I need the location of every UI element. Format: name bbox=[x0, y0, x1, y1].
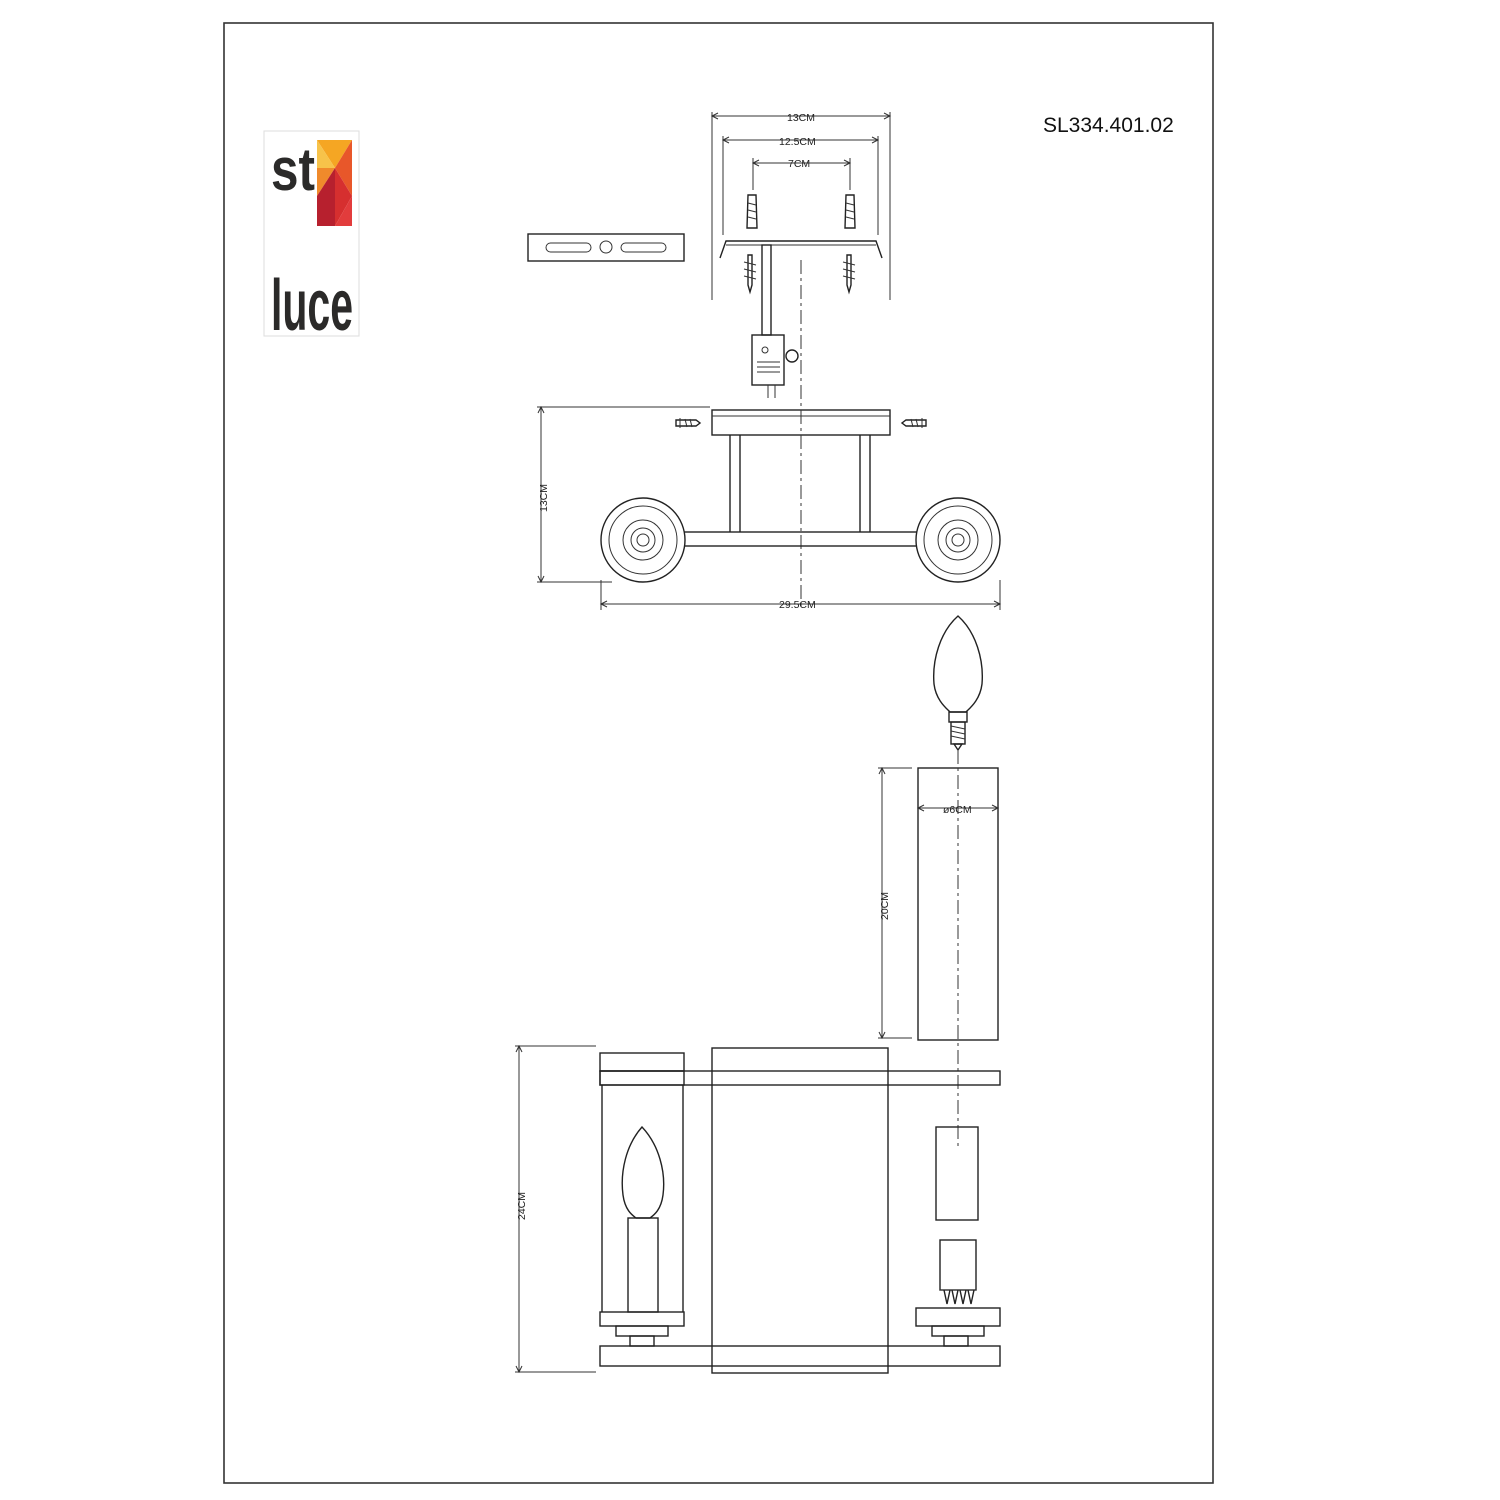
svg-text:29.5CM: 29.5CM bbox=[779, 599, 816, 611]
svg-text:7CM: 7CM bbox=[788, 158, 810, 170]
svg-text:24CM: 24CM bbox=[516, 1192, 528, 1220]
depth-dimension: 13CM bbox=[537, 405, 710, 584]
total-height-dimension: 24CM bbox=[515, 1044, 596, 1374]
shade-height-dimension: 20CM bbox=[878, 766, 912, 1040]
candle-bulb bbox=[933, 615, 983, 752]
width-dimension: 29.5CM bbox=[599, 580, 1002, 611]
svg-text:13CM: 13CM bbox=[787, 112, 815, 124]
brand-logo: st luce bbox=[263, 130, 360, 346]
mounting-plate bbox=[527, 233, 685, 262]
svg-text:luce: luce bbox=[271, 266, 353, 346]
terminal-block bbox=[751, 334, 799, 398]
svg-text:12.5CM: 12.5CM bbox=[779, 136, 816, 148]
svg-text:st: st bbox=[271, 136, 315, 203]
svg-text:ø6CM: ø6CM bbox=[943, 804, 972, 816]
model-code: SL334.401.02 bbox=[1043, 114, 1174, 137]
canopy-dimensions: 13CM 12.5CM 7CM bbox=[710, 112, 892, 300]
svg-text:13CM: 13CM bbox=[538, 484, 550, 512]
screws bbox=[743, 254, 856, 295]
wall-plugs bbox=[746, 194, 856, 229]
drawing-border bbox=[223, 22, 1214, 1484]
fixture-front-view bbox=[599, 1047, 1001, 1374]
fixture-top-view bbox=[600, 435, 1001, 583]
svg-text:20CM: 20CM bbox=[879, 892, 891, 920]
